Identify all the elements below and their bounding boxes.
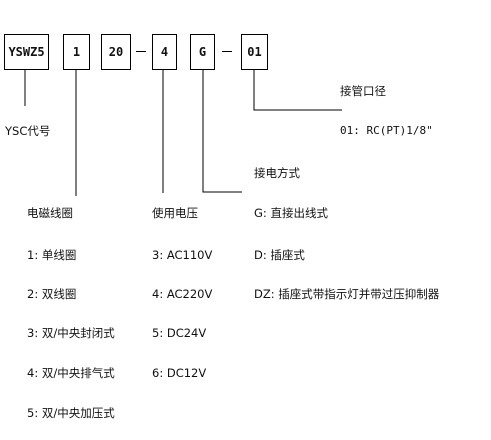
connection-option: G: 直接出线式 bbox=[254, 206, 328, 220]
voltage-option: 6: DC12V bbox=[152, 366, 207, 380]
coil-option: 4: 双/中央排气式 bbox=[27, 366, 115, 380]
separator-2 bbox=[222, 51, 232, 52]
coil-option: 1: 单线圈 bbox=[27, 248, 77, 262]
code-box-pipe: 01 bbox=[241, 34, 268, 70]
voltage-option: 5: DC24V bbox=[152, 326, 207, 340]
connection-option: D: 插座式 bbox=[254, 248, 305, 262]
code-box-series: 20 bbox=[101, 34, 131, 70]
separator-1 bbox=[136, 51, 146, 52]
voltage-option: 4: AC220V bbox=[152, 287, 213, 301]
coil-option: 5: 双/中央加压式 bbox=[27, 406, 115, 420]
code-box-ysc: YSWZ5 bbox=[4, 34, 49, 70]
code-box-coil: 1 bbox=[63, 34, 90, 70]
coil-option: 3: 双/中央封闭式 bbox=[27, 326, 115, 340]
connection-option: DZ: 插座式带指示灯并带过压抑制器 bbox=[254, 287, 440, 301]
coil-option: 2: 双线圈 bbox=[27, 287, 77, 301]
voltage-header: 使用电压 bbox=[152, 206, 198, 220]
pipe-value: 01: RC(PT)1/8" bbox=[340, 124, 433, 137]
code-box-connection: G bbox=[190, 34, 215, 70]
code-box-voltage: 4 bbox=[152, 34, 177, 70]
pipe-leader bbox=[253, 70, 342, 111]
connection-header: 接电方式 bbox=[254, 166, 300, 180]
connection-leader bbox=[202, 70, 242, 193]
voltage-option: 3: AC110V bbox=[152, 248, 213, 262]
pipe-header: 接管口径 bbox=[340, 84, 386, 98]
coil-header: 电磁线圈 bbox=[27, 206, 73, 220]
ysc-code-label: YSC代号 bbox=[5, 124, 51, 138]
